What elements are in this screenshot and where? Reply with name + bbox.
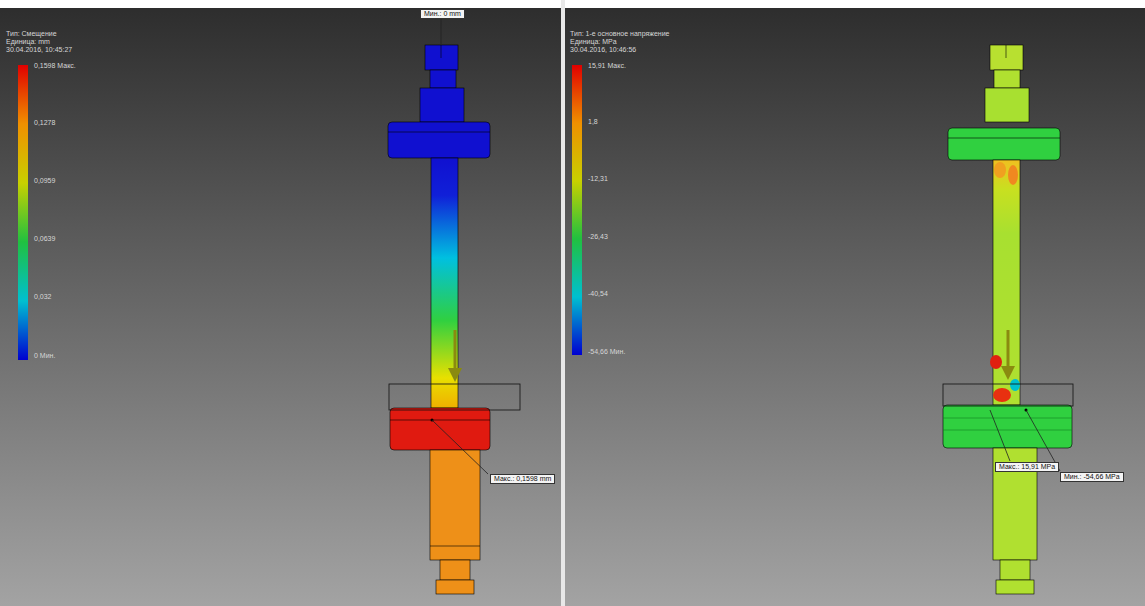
result-callout: Мин.: 0 mm [420, 9, 465, 19]
scale-label: 0,0959 [34, 177, 55, 185]
scale-label: 0,1598 Макс. [34, 62, 76, 70]
scale-label: -12,31 [588, 175, 608, 183]
scale-label: -26,43 [588, 233, 608, 241]
scale-label: -54,66 Мин. [588, 348, 625, 356]
scale-label: 0 Мин. [34, 352, 55, 360]
scale-label: 30.04.2016, 10:46:56 [570, 46, 636, 54]
scale-label: 0,1278 [34, 119, 55, 127]
scale-label: -40,54 [588, 290, 608, 298]
scale-label: 30.04.2016, 10:45:27 [6, 46, 72, 54]
result-callout: Макс.: 0,1598 mm [490, 474, 555, 484]
scale-label: Тип: Смещение [6, 30, 57, 38]
scale-label: 15,91 Макс. [588, 62, 626, 70]
scale-label: 0,0639 [34, 235, 55, 243]
scale-label: 1,8 [588, 118, 598, 126]
result-callout: Макс.: 15,91 MPa [995, 462, 1059, 472]
scale-label: Единица: MPa [570, 38, 617, 46]
result-callout: Мин.: -54,66 MPa [1060, 472, 1124, 482]
scale-label: 0,032 [34, 293, 52, 301]
scale-label: Единица: mm [6, 38, 50, 46]
scale-label: Тип: 1-е основное напряжение [570, 30, 670, 38]
